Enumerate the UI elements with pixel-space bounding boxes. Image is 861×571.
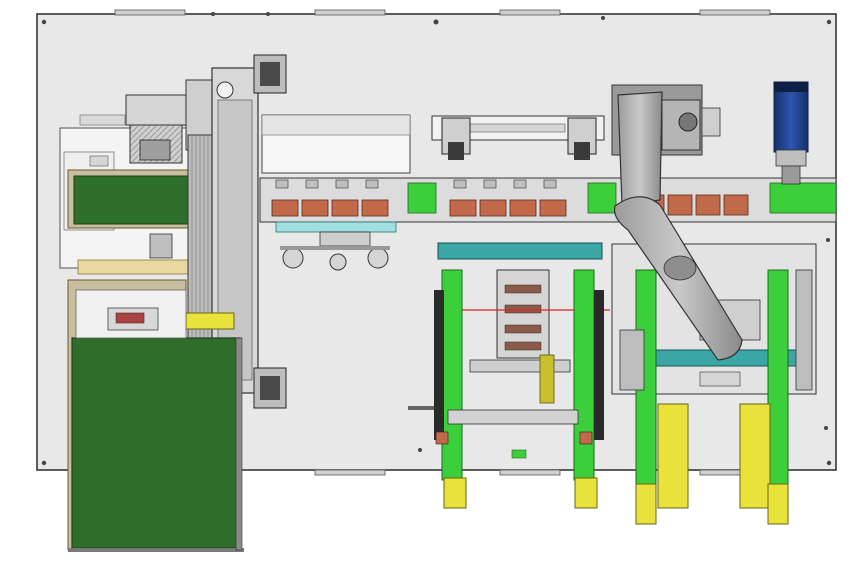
green-belt-upper	[73, 175, 189, 225]
top-linear-module	[431, 115, 605, 160]
robot-arm-link1	[617, 91, 663, 207]
right-lift-station	[611, 243, 817, 525]
robot-arm	[611, 84, 743, 361]
cover-block	[261, 114, 411, 174]
yellow-slider	[183, 312, 235, 330]
center-lift-station	[408, 242, 610, 509]
copper-cavities	[271, 194, 749, 217]
left-lower-conveyor	[67, 279, 244, 552]
servo-motor	[773, 81, 809, 185]
main-horizontal-conveyor	[259, 177, 837, 271]
